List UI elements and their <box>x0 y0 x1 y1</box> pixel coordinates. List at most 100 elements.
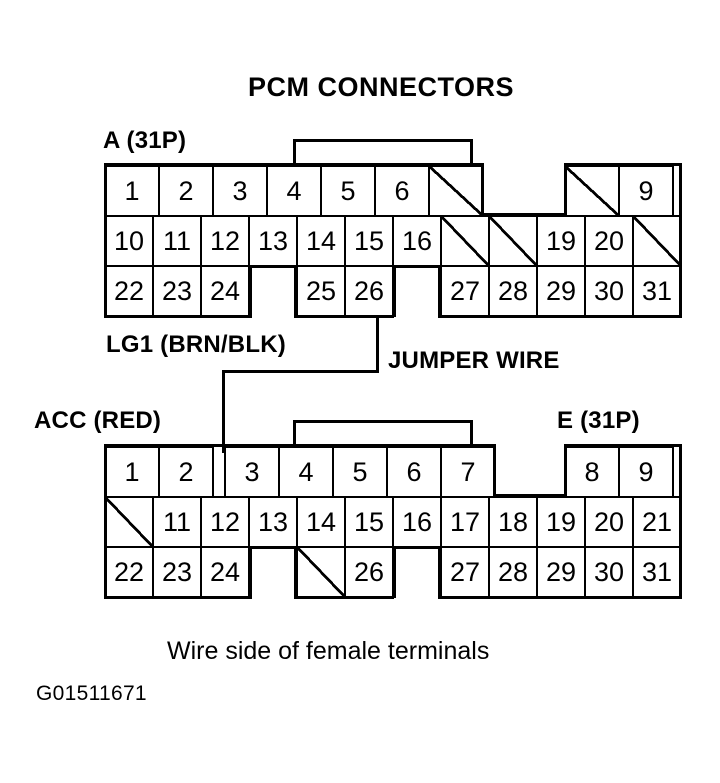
connector-a-outline-gap2-left <box>393 265 396 317</box>
connector-e-outline-bottom-left <box>104 596 252 599</box>
pin-a-15[interactable]: 15 <box>344 215 394 267</box>
figure-title: PCM CONNECTORS <box>248 72 515 102</box>
pin-e-11[interactable]: 11 <box>152 496 202 548</box>
connector-e-outline-top-right <box>564 444 682 447</box>
pin-e-1[interactable]: 1 <box>104 446 160 498</box>
pin-a-9[interactable]: 9 <box>618 165 674 217</box>
connector-a-outline-gap2-right <box>438 265 441 317</box>
pin-e-14[interactable]: 14 <box>296 496 346 548</box>
pin-e-7[interactable]: 7 <box>440 446 496 498</box>
connector-e-top-bracket-horizontal <box>293 420 473 423</box>
lg1-wire-label: LG1 (BRN/BLK) <box>106 331 286 358</box>
connector-a-outline-gap1-right <box>294 265 297 317</box>
pin-e-27[interactable]: 27 <box>440 546 490 598</box>
connector-a-outline-right <box>679 163 682 317</box>
pin-e-15[interactable]: 15 <box>344 496 394 548</box>
pin-a-20[interactable]: 20 <box>584 215 634 267</box>
pin-a-10[interactable]: 10 <box>104 215 154 267</box>
connector-e-outline-bottom-mid <box>294 596 394 599</box>
pin-e-12[interactable]: 12 <box>200 496 250 548</box>
pin-a-24[interactable]: 24 <box>200 265 250 317</box>
connector-a-outline-gap1-top <box>249 265 297 268</box>
pin-e-17[interactable]: 17 <box>440 496 490 548</box>
pin-e-31[interactable]: 31 <box>632 546 682 598</box>
connector-e-label: E (31P) <box>557 407 640 434</box>
pin-a-26[interactable]: 26 <box>344 265 394 317</box>
pin-e-blank-25 <box>296 546 346 598</box>
figure-code: G01511671 <box>36 682 147 705</box>
connector-a-outline-notch-bottom <box>481 213 567 216</box>
connector-a-outline-notch-left <box>481 163 484 215</box>
pin-a-12[interactable]: 12 <box>200 215 250 267</box>
connector-a-outline-bottom-right <box>438 315 682 318</box>
pin-e-22[interactable]: 22 <box>104 546 154 598</box>
pin-a-30[interactable]: 30 <box>584 265 634 317</box>
pin-a-25[interactable]: 25 <box>296 265 346 317</box>
connector-a-outline-notch-right <box>564 163 567 215</box>
pin-e-2[interactable]: 2 <box>158 446 214 498</box>
pin-e-16[interactable]: 16 <box>392 496 442 548</box>
pin-a-16[interactable]: 16 <box>392 215 442 267</box>
pin-a-4[interactable]: 4 <box>266 165 322 217</box>
pin-a-2[interactable]: 2 <box>158 165 214 217</box>
jumper-wire-label: JUMPER WIRE <box>388 347 560 374</box>
pin-a-blank-8 <box>564 165 620 217</box>
pin-e-blank-10 <box>104 496 154 548</box>
pin-a-19[interactable]: 19 <box>536 215 586 267</box>
jumper-wire-segment-down-from-pin26 <box>376 317 379 373</box>
pin-e-19[interactable]: 19 <box>536 496 586 548</box>
connector-e-outline-gap2-top <box>393 546 441 549</box>
pin-e-13[interactable]: 13 <box>248 496 298 548</box>
pin-e-30[interactable]: 30 <box>584 546 634 598</box>
pin-a-6[interactable]: 6 <box>374 165 430 217</box>
jumper-wire-segment-down-to-pin3 <box>222 370 225 453</box>
pin-a-31[interactable]: 31 <box>632 265 682 317</box>
pin-e-3[interactable]: 3 <box>224 446 280 498</box>
acc-red-label: ACC (RED) <box>34 407 162 434</box>
pin-a-11[interactable]: 11 <box>152 215 202 267</box>
pin-e-8[interactable]: 8 <box>564 446 620 498</box>
pin-e-28[interactable]: 28 <box>488 546 538 598</box>
pin-e-9[interactable]: 9 <box>618 446 674 498</box>
pin-e-23[interactable]: 23 <box>152 546 202 598</box>
connector-e-outline-notch-bottom <box>493 494 567 497</box>
connector-e-outline-gap1-left <box>249 546 252 598</box>
pin-e-6[interactable]: 6 <box>386 446 442 498</box>
connector-e-outline-right <box>679 444 682 598</box>
pin-e-24[interactable]: 24 <box>200 546 250 598</box>
pin-a-blank-18 <box>488 215 538 267</box>
connector-e-outline-gap1-top <box>249 546 297 549</box>
pin-a-1[interactable]: 1 <box>104 165 160 217</box>
pin-e-26[interactable]: 26 <box>344 546 394 598</box>
pin-a-23[interactable]: 23 <box>152 265 202 317</box>
connector-a-outline-gap1-left <box>249 265 252 317</box>
connector-e-outline-bottom-right <box>438 596 682 599</box>
connector-a-outline-top-right <box>564 163 682 166</box>
pin-a-27[interactable]: 27 <box>440 265 490 317</box>
pin-a-22[interactable]: 22 <box>104 265 154 317</box>
pin-e-21[interactable]: 21 <box>632 496 682 548</box>
pin-e-4[interactable]: 4 <box>278 446 334 498</box>
connector-a-outline-gap2-top <box>393 265 441 268</box>
pin-a-14[interactable]: 14 <box>296 215 346 267</box>
connector-e-top-bracket-left <box>293 420 296 448</box>
pin-a-28[interactable]: 28 <box>488 265 538 317</box>
pin-e-5[interactable]: 5 <box>332 446 388 498</box>
jumper-wire-segment-horizontal <box>222 370 379 373</box>
pin-e-20[interactable]: 20 <box>584 496 634 548</box>
connector-a-top-bracket-left <box>293 139 296 167</box>
connector-e-outline-top-left <box>104 444 496 447</box>
pin-a-5[interactable]: 5 <box>320 165 376 217</box>
pin-e-18[interactable]: 18 <box>488 496 538 548</box>
pin-e-29[interactable]: 29 <box>536 546 586 598</box>
connector-e-outline-notch-left <box>493 444 496 496</box>
pin-a-3[interactable]: 3 <box>212 165 268 217</box>
connector-e-outline-gap1-right <box>294 546 297 598</box>
pin-a-29[interactable]: 29 <box>536 265 586 317</box>
connector-a-outline-bottom-left <box>104 315 252 318</box>
pin-a-13[interactable]: 13 <box>248 215 298 267</box>
connector-a-outline-left <box>104 163 107 317</box>
connector-e-top-bracket-right <box>470 420 473 448</box>
pin-a-blank-17 <box>440 215 490 267</box>
